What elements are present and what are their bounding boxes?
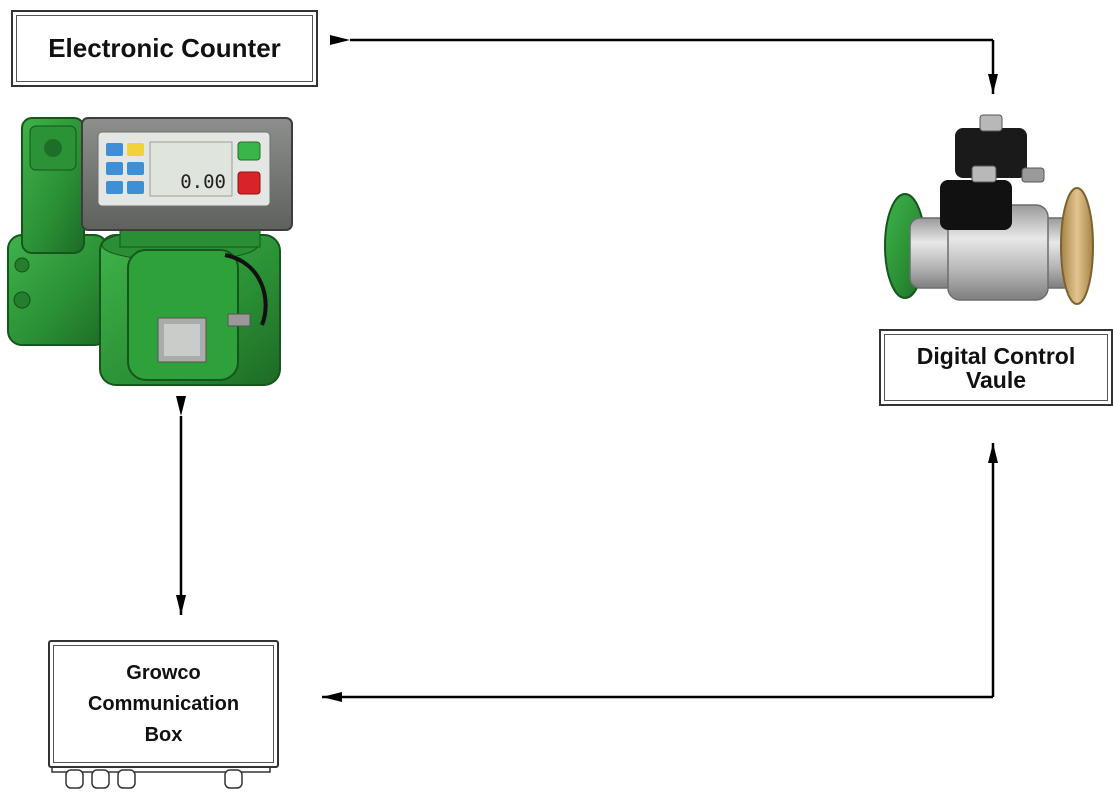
communication-box: Growco Communication Box <box>48 640 279 768</box>
connector-counter-valve <box>330 35 998 94</box>
digital-control-valve-image <box>884 114 1094 305</box>
digital-control-valve-label: Digital Control Vaule <box>879 329 1113 406</box>
electronic-counter-label-text: Electronic Counter <box>48 33 281 63</box>
box-label-line2: Communication <box>87 692 240 715</box>
meter-display-reading: 0.00 <box>180 171 226 193</box>
electronic-counter-image: 0.00 <box>7 117 293 386</box>
box-label-line1: Growco <box>126 661 201 684</box>
communication-box-glands <box>51 763 271 789</box>
box-label-line3: Box <box>144 723 183 746</box>
valve-label-line2: Vaule <box>965 366 1027 393</box>
valve-label-line1: Digital Control <box>916 342 1076 369</box>
electronic-counter-label: Electronic Counter <box>11 10 318 87</box>
connector-box-valve <box>322 443 998 702</box>
